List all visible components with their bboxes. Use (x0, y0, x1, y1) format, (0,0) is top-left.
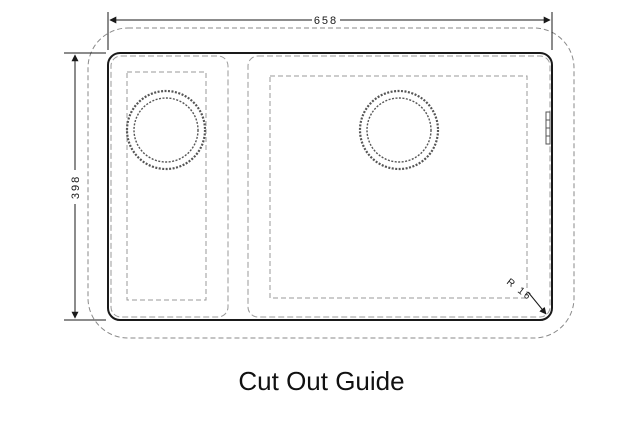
left-bowl-inner-outline (126, 71, 207, 301)
outer-cutout-outline (87, 27, 575, 339)
radius-label: R 16 (504, 277, 534, 304)
sink-outline (107, 52, 553, 321)
caption-title: Cut Out Guide (238, 366, 405, 396)
width-dimension: 658 (107, 12, 553, 50)
width-label: 658 (314, 15, 338, 27)
left-drain-icon (125, 89, 207, 171)
right-bowl-inner-outline (269, 75, 528, 299)
overflow-slots (545, 111, 551, 145)
height-dimension: 398 (64, 52, 106, 321)
height-label: 398 (70, 175, 82, 199)
radius-callout: R 16 (504, 277, 547, 315)
right-drain-icon (358, 89, 440, 171)
right-bowl-outline (247, 55, 551, 318)
left-bowl-outline (110, 55, 229, 318)
